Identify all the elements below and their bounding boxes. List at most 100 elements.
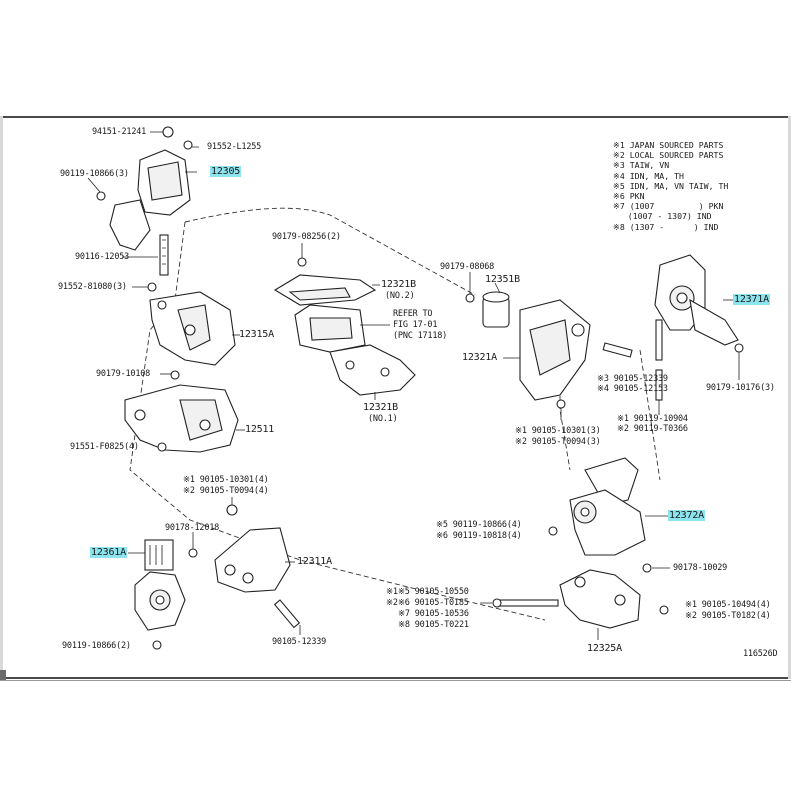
label-90105-10301-4[interactable]: ※1 90105-10301(4) [183,475,269,485]
part-12321B-no2-bracket[interactable] [273,274,377,306]
part-12321B-no1-bracket[interactable] [329,344,416,396]
label-90105-T0182-4[interactable]: ※2 90105-T0182(4) [685,611,771,621]
label-90119-10866-2[interactable]: 90119-10866(2) [62,641,131,651]
bolt-91552-81080[interactable] [147,282,157,292]
label-90178-12018[interactable]: 90178-12018 [165,523,220,533]
part-12315A-bracket[interactable] [149,291,236,366]
frame-bottom-border-inner [0,680,791,681]
label-90179-08256-2[interactable]: 90179-08256(2) [272,232,341,242]
label-pnc-17118: (PNC 17118) [393,331,448,341]
label-12321A[interactable]: 12321A [462,352,497,363]
part-12371A-mount[interactable] [654,254,739,361]
note-1: ※1 JAPAN SOURCED PARTS [613,140,724,150]
label-91552-L1255[interactable]: 91552-L1255 [207,142,262,152]
label-12321B-no2[interactable]: 12321B [381,279,416,290]
label-12371A-highlight[interactable]: 12371A [733,294,770,305]
part-12305-mount[interactable] [96,126,193,276]
label-90119-T0366[interactable]: ※2 90119-T0366 [617,424,688,434]
bolt-91551-F0825[interactable] [157,442,167,452]
bolt-90179-10176[interactable] [734,343,744,353]
region-notes: ※1 JAPAN SOURCED PARTS ※2 LOCAL SOURCED … [613,140,728,232]
part-12511-bracket[interactable] [124,384,239,453]
label-90105-12153-note4[interactable]: ※4 90105-12153 [597,384,668,394]
label-90119-10904[interactable]: ※1 90119-10904 [617,414,688,424]
label-94151-21241[interactable]: 94151-21241 [92,127,147,137]
label-90119-10866-3[interactable]: 90119-10866(3) [60,169,129,179]
label-12351B[interactable]: 12351B [485,274,520,285]
label-12361A-highlight[interactable]: 12361A [90,547,127,558]
label-12315A[interactable]: 12315A [239,329,274,340]
note-7: ※7 (1007 ) PKN [613,201,724,212]
label-figure-id: 116526D [743,649,778,659]
note-2: ※2 LOCAL SOURCED PARTS [613,150,724,161]
label-12321B-no1[interactable]: 12321B [363,402,398,413]
label-90179-08068[interactable]: 90179-08068 [440,262,495,272]
label-12371A[interactable]: 12371A [733,294,770,306]
label-90105-T0185[interactable]: ※2※6 90105-T0185 [386,598,469,608]
part-12361A-mount[interactable] [134,539,186,631]
label-90105-10536[interactable]: ※7 90105-10536 [398,609,469,619]
label-12325A[interactable]: 12325A [587,643,622,654]
bolt-90119-10866-2[interactable] [152,640,162,650]
label-90105-T0094-3[interactable]: ※2 90105-T0094(3) [515,437,601,447]
label-12305-highlight[interactable]: 12305 [210,166,242,177]
leader-12351B [494,282,501,294]
nut-90179-08256[interactable] [297,257,307,267]
nut-90178-12018[interactable] [188,548,198,558]
note-8: ※8 (1307 - ) IND [613,221,719,232]
label-91551-F0825-4[interactable]: 91551-F0825(4) [70,442,139,452]
label-90105-T0094-4[interactable]: ※2 90105-T0094(4) [183,486,269,496]
note-6: ※6 PKN [613,191,645,202]
leader-12321B-no2 [301,243,380,286]
label-12511[interactable]: 12511 [245,424,275,435]
bolt-90105-10301-3[interactable] [556,399,566,409]
bolt-90105-10301-4[interactable] [226,504,238,516]
part-12351B-cushion[interactable] [482,291,510,328]
scroll-tick [0,670,6,680]
label-90178-10029[interactable]: 90178-10029 [673,563,728,573]
nut-90179-10108[interactable] [170,370,180,380]
leader-lines-top-left [87,131,199,288]
leader-12325A [480,602,599,640]
label-90116-12053[interactable]: 90116-12053 [75,252,130,262]
label-no1: (NO.1) [368,414,398,424]
engine-outline-line [184,207,476,296]
nut-90179-08068[interactable] [465,293,475,303]
note-5: ※5 IDN, MA, VN TAIW, TH [613,180,729,191]
label-90179-10176-3[interactable]: 90179-10176(3) [706,383,775,393]
label-90105-10494-4[interactable]: ※1 90105-10494(4) [685,600,771,610]
label-91552-81080-3[interactable]: 91552-81080(3) [58,282,127,292]
part-refer-fig-17-01[interactable] [294,304,366,353]
note-4: ※4 IDN, MA, TH [613,170,684,181]
label-90105-10301-3[interactable]: ※1 90105-10301(3) [515,426,601,436]
note-3: ※3 TAIW, VN [613,160,670,171]
bolt-90119-10866-4[interactable] [548,526,558,536]
nut-90178-10029[interactable] [642,563,652,573]
bolt-90105-10494[interactable] [659,605,669,615]
label-90105-12339[interactable]: 90105-12339 [272,637,327,647]
frame-bottom-border [0,677,791,679]
frame-right-border [788,116,791,679]
label-12305[interactable]: 12305 [210,166,242,178]
label-no2: (NO.2) [385,291,415,301]
label-90105-12339-note3[interactable]: ※3 90105-12339 [597,374,668,384]
part-12311A-bracket[interactable] [214,527,291,593]
part-12325A-bracket[interactable] [492,569,641,629]
part-12372A-mount[interactable] [569,457,646,556]
label-12361A[interactable]: 12361A [90,547,127,559]
label-90119-10818-4[interactable]: ※6 90119-10818(4) [436,531,522,541]
label-90119-10866-4[interactable]: ※5 90119-10866(4) [436,520,522,530]
label-fig-17-01[interactable]: FIG 17-01 [393,320,438,330]
label-90105-10550[interactable]: ※1※5 90105-10550 [386,587,469,597]
label-12372A-highlight[interactable]: 12372A [668,510,705,521]
label-12372A[interactable]: 12372A [668,510,705,522]
label-12311A[interactable]: 12311A [297,556,332,567]
note-7b: (1007 - 1307) IND [613,211,712,222]
label-refer-to: REFER TO [393,309,433,319]
bolt-90105-12339[interactable] [273,599,301,629]
part-12321A-bracket[interactable] [519,299,633,401]
label-90105-T0221[interactable]: ※8 90105-T0221 [398,620,469,630]
label-90179-10108[interactable]: 90179-10108 [96,369,151,379]
